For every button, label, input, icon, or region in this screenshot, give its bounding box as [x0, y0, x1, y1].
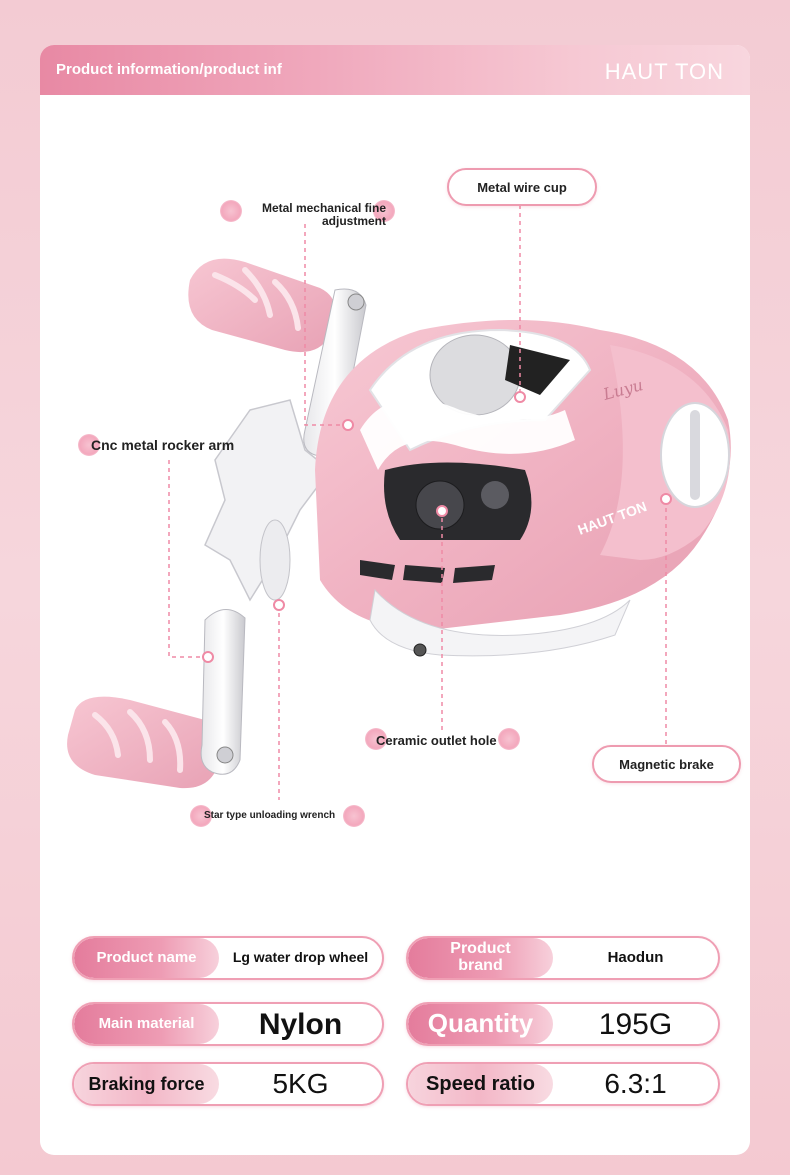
lower-arm — [200, 609, 246, 775]
spec-value: 195G — [598, 1007, 673, 1041]
spec-value: Lg water drop wheel — [232, 949, 369, 966]
spec-label: Quantity — [408, 1004, 553, 1044]
header-brand: HAUT TON — [604, 59, 724, 84]
callout-dot — [373, 200, 395, 222]
callout-rocker-arm: Cnc metal rocker arm — [91, 437, 235, 453]
callout-fine-adjustment: Metal mechanical fine adjustment — [261, 201, 386, 228]
callout-dot — [220, 200, 242, 222]
spec-value: 5KG — [272, 1067, 329, 1099]
spec-row-braking-force: Braking force 5KG — [72, 1062, 384, 1106]
spec-value: Haodun — [607, 948, 664, 966]
spec-row-product-name: Product name Lg water drop wheel — [72, 936, 384, 980]
spec-row-main-material: Main material Nylon — [72, 1002, 384, 1046]
callout-dot — [498, 728, 520, 750]
spec-value: 6.3:1 — [604, 1067, 667, 1099]
spec-row-quantity: Quantity 195G — [406, 1002, 720, 1046]
callout-dot — [78, 434, 100, 456]
header-bar: Product information/product inf HAUT TON — [40, 45, 750, 95]
callout-dot — [365, 728, 387, 750]
callout-star-wrench: Star type unloading wrench — [204, 810, 336, 821]
spec-value: Nylon — [258, 1007, 343, 1041]
lower-handle-knob — [67, 696, 220, 789]
spec-row-product-brand: Product brand Haodun — [406, 936, 720, 980]
callout-outlet-hole: Ceramic outlet hole — [376, 733, 497, 748]
callout-anchor-dots — [202, 391, 672, 663]
spec-label: Speed ratio — [408, 1064, 553, 1104]
spec-label: Braking force — [74, 1064, 219, 1104]
callout-wire-cup: Metal wire cup — [447, 168, 597, 206]
spec-label: Product brand — [408, 938, 553, 978]
spec-row-speed-ratio: Speed ratio 6.3:1 — [406, 1062, 720, 1106]
spec-label: Product name — [74, 938, 219, 978]
callout-leader-lines — [168, 205, 667, 800]
header-title: Product information/product inf — [56, 61, 282, 78]
upper-handle-knob — [188, 258, 336, 353]
spec-label: Main material — [74, 1004, 219, 1044]
callout-magnetic-brake: Magnetic brake — [592, 745, 741, 783]
callout-dot — [343, 805, 365, 827]
callout-dot — [190, 805, 212, 827]
